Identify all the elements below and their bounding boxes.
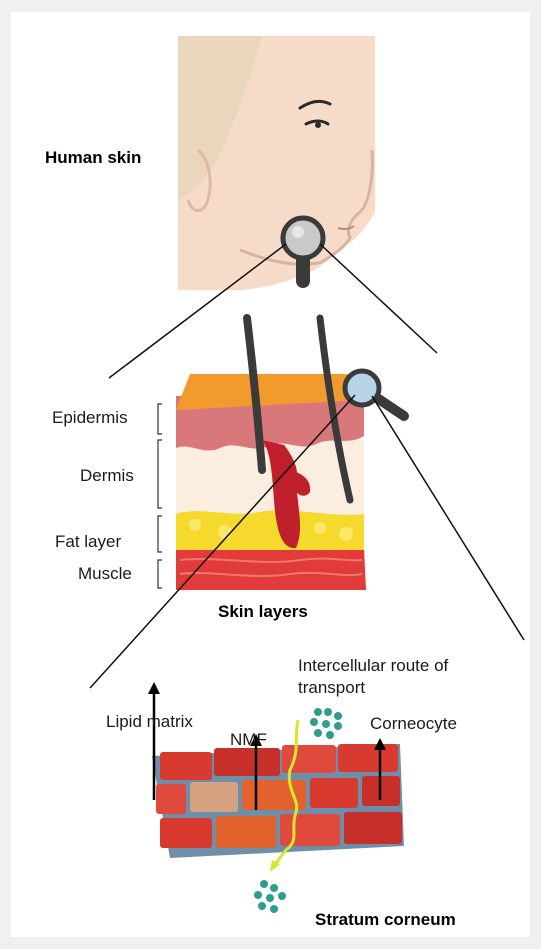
label-human-skin: Human skin [45, 148, 141, 168]
label-nmf: NMF [230, 730, 267, 750]
label-fat-layer: Fat layer [55, 532, 121, 552]
label-dermis: Dermis [80, 466, 134, 486]
stratum-corneum-illustration [152, 720, 404, 872]
label-intercellular-route-2: transport [298, 678, 365, 698]
label-stratum-corneum: Stratum corneum [315, 910, 456, 930]
molecules-top [310, 708, 342, 739]
skin-layers-illustration [176, 318, 366, 590]
label-lipid-matrix: Lipid matrix [106, 712, 193, 732]
label-epidermis: Epidermis [52, 408, 128, 428]
label-intercellular-route-1: Intercellular route of [298, 656, 448, 676]
label-muscle: Muscle [78, 564, 132, 584]
layer-brackets [158, 404, 162, 588]
molecules-bottom [254, 880, 286, 913]
label-skin-layers: Skin layers [218, 602, 308, 622]
label-corneocyte: Corneocyte [370, 714, 457, 734]
